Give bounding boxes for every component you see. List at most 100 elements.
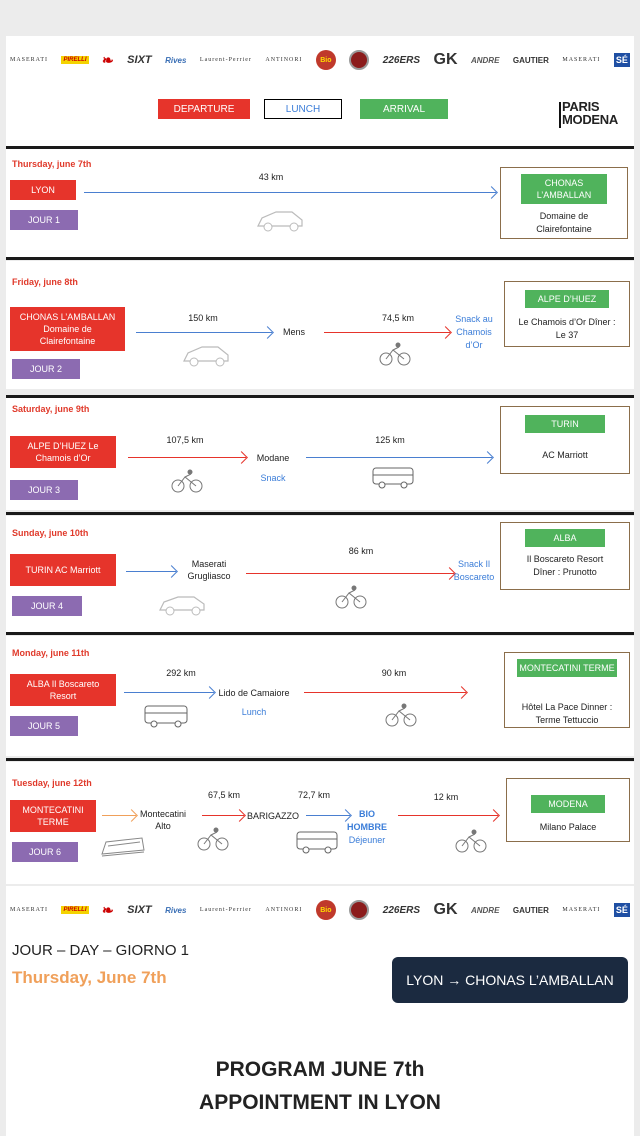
logo-line: MODENA [562, 112, 618, 127]
sponsor-logo: SÉ [613, 53, 630, 67]
day-title: Saturday, june 9th [12, 404, 90, 414]
destination-detail: Hôtel La Pace Dinner : Terme Tettuccio [521, 702, 613, 725]
sponsor-logo: Rives [165, 55, 187, 65]
date-heading: Thursday, June 7th [12, 968, 167, 987]
leg-distance: 107,5 km [166, 435, 204, 445]
destination-box: MODENA Milano Palace [506, 778, 630, 842]
day-section-1: Thursday, june 7th LYON JOUR 1 43 km CHO… [6, 149, 634, 257]
destination-title: TURIN [525, 415, 605, 433]
destination-box: CHONAS L’AMBALLAN Domaine de Clairefonta… [500, 167, 628, 239]
leg-distance: 90 km [381, 668, 407, 678]
bus-icon [372, 467, 414, 489]
sponsor-logo: Bio [315, 50, 336, 70]
sponsor-logo-fiat-icon [349, 50, 370, 70]
day-section-4: Sunday, june 10th TURIN AC Marriott JOUR… [6, 516, 634, 632]
sponsor-logo: 226ERS [382, 54, 421, 66]
lunch-label: Snack [260, 473, 286, 483]
jour-day-heading: JOUR – DAY – GIORNO 1 [12, 942, 189, 959]
route-button[interactable]: LYON → CHONAS L’AMBALLAN [392, 957, 628, 1003]
stop-label: Lido de Camaiore [218, 688, 290, 698]
day-title: Monday, june 11th [12, 648, 90, 658]
lunch-label: Déjeuner [348, 835, 386, 845]
day-title: Thursday, june 7th [12, 159, 92, 169]
lunch-venue: BIO HOMBRE [347, 809, 387, 832]
sponsor-logo: GAUTIER [512, 905, 549, 915]
lunch-label: Snack Il Boscareto [453, 559, 495, 582]
sponsor-logo-fiat-icon [349, 900, 370, 920]
bicycle-icon [335, 585, 367, 609]
leg-distance: 150 km [188, 313, 218, 323]
route-arrow [102, 815, 136, 816]
leg-distance: 86 km [348, 546, 374, 556]
car-icon [257, 211, 303, 232]
day-title: Sunday, june 10th [12, 528, 89, 538]
route-arrow [304, 692, 466, 693]
jour-badge: JOUR 2 [12, 359, 80, 379]
route-arrow [398, 815, 498, 816]
leg-distance: 125 km [375, 435, 405, 445]
jour-badge: JOUR 4 [12, 596, 82, 616]
sponsor-logo: SIXT [127, 54, 152, 66]
sponsor-bar-top: MASERATI PIRELLI ❧ SIXT Rives Laurent-Pe… [6, 36, 634, 84]
sponsor-logo: PIRELLI [61, 56, 89, 64]
day-section-5: Monday, june 11th ALBA Il Boscareto Reso… [6, 636, 634, 756]
car-icon [159, 596, 205, 616]
sponsor-logo: SÉ [613, 903, 630, 917]
sponsor-logo: Rives [165, 905, 187, 915]
sponsor-logo-specialized-icon: ❧ [101, 52, 114, 68]
destination-title: CHONAS L’AMBALLAN [521, 174, 607, 204]
leg-distance: 12 km [433, 792, 459, 802]
destination-detail: Milano Palace [539, 822, 597, 832]
bicycle-icon [455, 829, 487, 853]
destination-box: MONTECATINI TERME Hôtel La Pace Dinner :… [504, 652, 630, 728]
route-arrow [128, 457, 246, 458]
sponsor-logo: ANTINORI [265, 57, 303, 63]
bicycle-icon [379, 342, 411, 366]
legend-departure: DEPARTURE [158, 99, 250, 119]
jour-badge: JOUR 6 [12, 842, 78, 862]
route-arrow [126, 571, 176, 572]
car-icon [183, 346, 229, 367]
destination-detail: Domaine de Clairefontaine [536, 211, 592, 234]
sponsor-logo: MASERATI [562, 57, 601, 63]
start-box: TURIN AC Marriott [10, 554, 116, 586]
sponsor-logo: GK [433, 901, 458, 918]
sponsor-logo: ANTINORI [265, 907, 303, 913]
sponsor-logo-specialized-icon: ❧ [101, 902, 114, 918]
divider [6, 512, 634, 515]
leg-distance: 292 km [166, 668, 196, 678]
destination-detail: AC Marriott [542, 450, 588, 460]
stop-label: Mens [282, 327, 305, 337]
bus-icon [144, 705, 188, 728]
bicycle-icon [197, 827, 229, 851]
sponsor-logo: ANDRE [470, 905, 500, 915]
route-arrow [306, 457, 492, 458]
sponsor-logo: ANDRE [470, 55, 500, 65]
day-section-6: Tuesday, june 12th MONTECATINI TERME JOU… [6, 762, 634, 884]
leg-distance: 43 km [258, 172, 284, 182]
start-box: CHONAS L’AMBALLAN Domaine de Clairefonta… [10, 307, 125, 351]
destination-box: ALBA Il Boscareto Resort Dîner : Prunott… [500, 522, 630, 590]
bus-icon [296, 831, 338, 854]
sponsor-logo: Laurent-Perrier [199, 907, 252, 913]
leg-distance: 74,5 km [381, 313, 414, 323]
route-arrow [124, 692, 214, 693]
destination-title: MODENA [531, 795, 605, 813]
paris-modena-logo: PARIS MODENA [562, 100, 618, 126]
day-title: Friday, june 8th [12, 277, 78, 287]
destination-box: ALPE D’HUEZ Le Chamois d’Or Dîner : Le 3… [504, 281, 630, 347]
sponsor-logo: Bio [315, 900, 336, 920]
stop-label: BARIGAZZO [246, 811, 299, 821]
sponsor-logo: PIRELLI [61, 906, 89, 914]
sponsor-bar-bottom: MASERATI PIRELLI ❧ SIXT Rives Laurent-Pe… [6, 886, 634, 934]
train-icon [101, 837, 145, 857]
leg-distance: 72,7 km [297, 790, 330, 800]
day-section-3: Saturday, june 9th ALPE D’HUEZ Le Chamoi… [6, 398, 634, 510]
lunch-label: Snack au Chamois d’Or [455, 314, 493, 350]
legend-arrival: ARRIVAL [360, 99, 448, 119]
jour-badge: JOUR 1 [10, 210, 78, 230]
legend-lunch: LUNCH [264, 99, 342, 119]
stop-label: Montecatini Alto [139, 809, 187, 831]
route-arrow [324, 332, 450, 333]
program-subtitle: APPOINTMENT IN LYON [199, 1091, 441, 1114]
